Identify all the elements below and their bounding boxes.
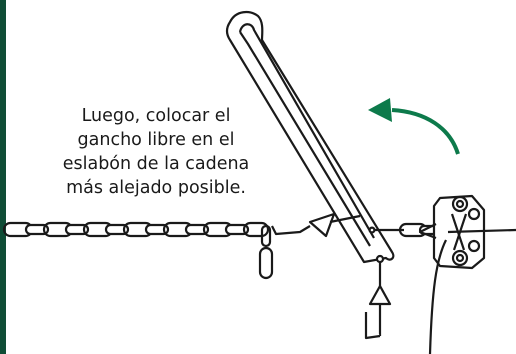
tensioner-lever-icon xyxy=(225,10,395,264)
hook-icon xyxy=(271,212,404,238)
instruction-line: gancho libre en el xyxy=(77,130,235,150)
instruction-line: eslabón de la cadena xyxy=(62,154,250,174)
instruction-line: más alejado posible. xyxy=(66,178,246,198)
instruction-text: Luego, colocar el gancho libre en el esl… xyxy=(40,104,272,200)
lower-hook xyxy=(364,254,392,340)
curved-arrow-icon xyxy=(368,98,460,155)
instruction-line: Luego, colocar el xyxy=(81,106,231,126)
left-stripe xyxy=(0,0,6,354)
cable xyxy=(428,228,516,354)
